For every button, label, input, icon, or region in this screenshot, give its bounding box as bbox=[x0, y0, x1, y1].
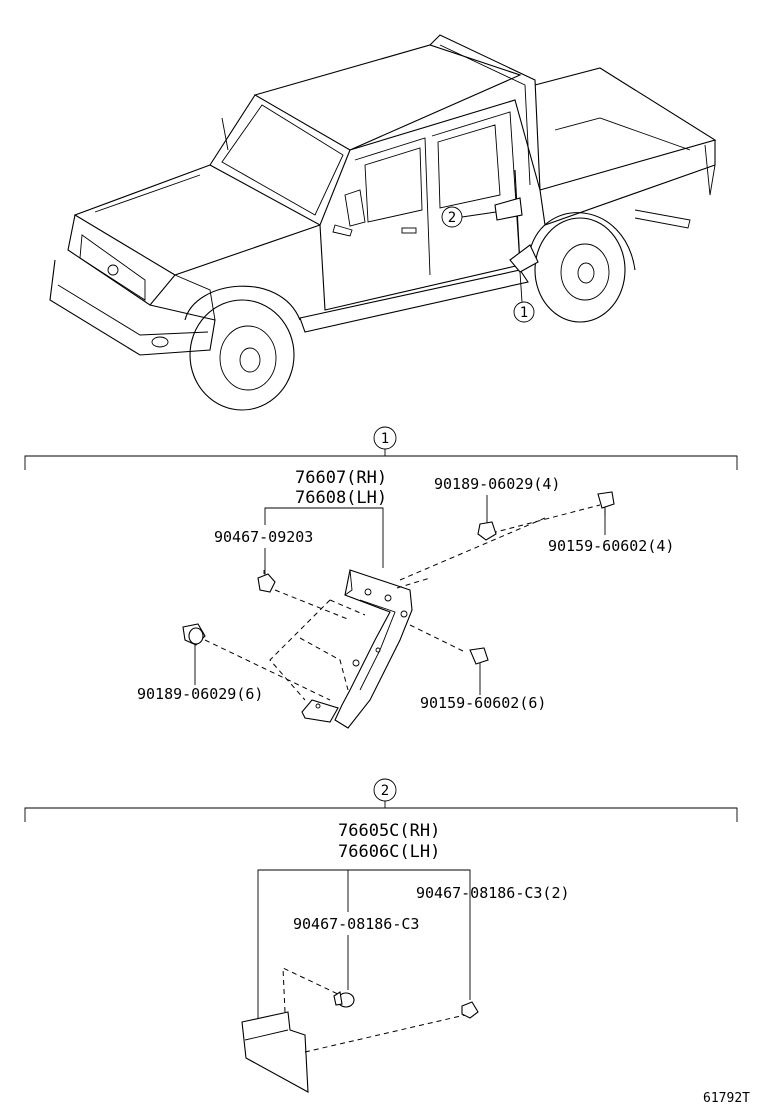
section-1-callout: 1 bbox=[381, 431, 389, 447]
label-90467-09203: 90467-09203 bbox=[214, 528, 313, 546]
section-2: 2 76605C(RH) 76606C(LH) 90467-08186-C3(2… bbox=[24, 778, 738, 1093]
label-76607-rh: 76607(RH) bbox=[295, 468, 387, 488]
label-76605c-rh: 76605C(RH) bbox=[338, 821, 440, 841]
label-90159-60602-6: 90159-60602(6) bbox=[420, 694, 546, 712]
callout-one-truck: 1 bbox=[520, 305, 528, 321]
section-2-callout: 2 bbox=[381, 783, 389, 799]
label-76606c-lh: 76606C(LH) bbox=[338, 842, 440, 862]
label-90189-06029-4: 90189-06029(4) bbox=[434, 475, 560, 493]
truck-illustration: 2 1 bbox=[49, 34, 717, 411]
callout-two-truck: 2 bbox=[448, 210, 456, 226]
label-90467-08186-c3: 90467-08186-C3 bbox=[293, 915, 419, 933]
label-90159-60602-4: 90159-60602(4) bbox=[548, 537, 674, 555]
label-76608-lh: 76608(LH) bbox=[295, 488, 387, 508]
section-1: 1 76607(RH) 76608(LH) 90467-09203 90189-… bbox=[24, 426, 738, 729]
label-90189-06029-6: 90189-06029(6) bbox=[137, 685, 263, 703]
label-90467-08186-c3-2: 90467-08186-C3(2) bbox=[416, 884, 570, 902]
illustration-code: 61792T bbox=[703, 1091, 750, 1106]
